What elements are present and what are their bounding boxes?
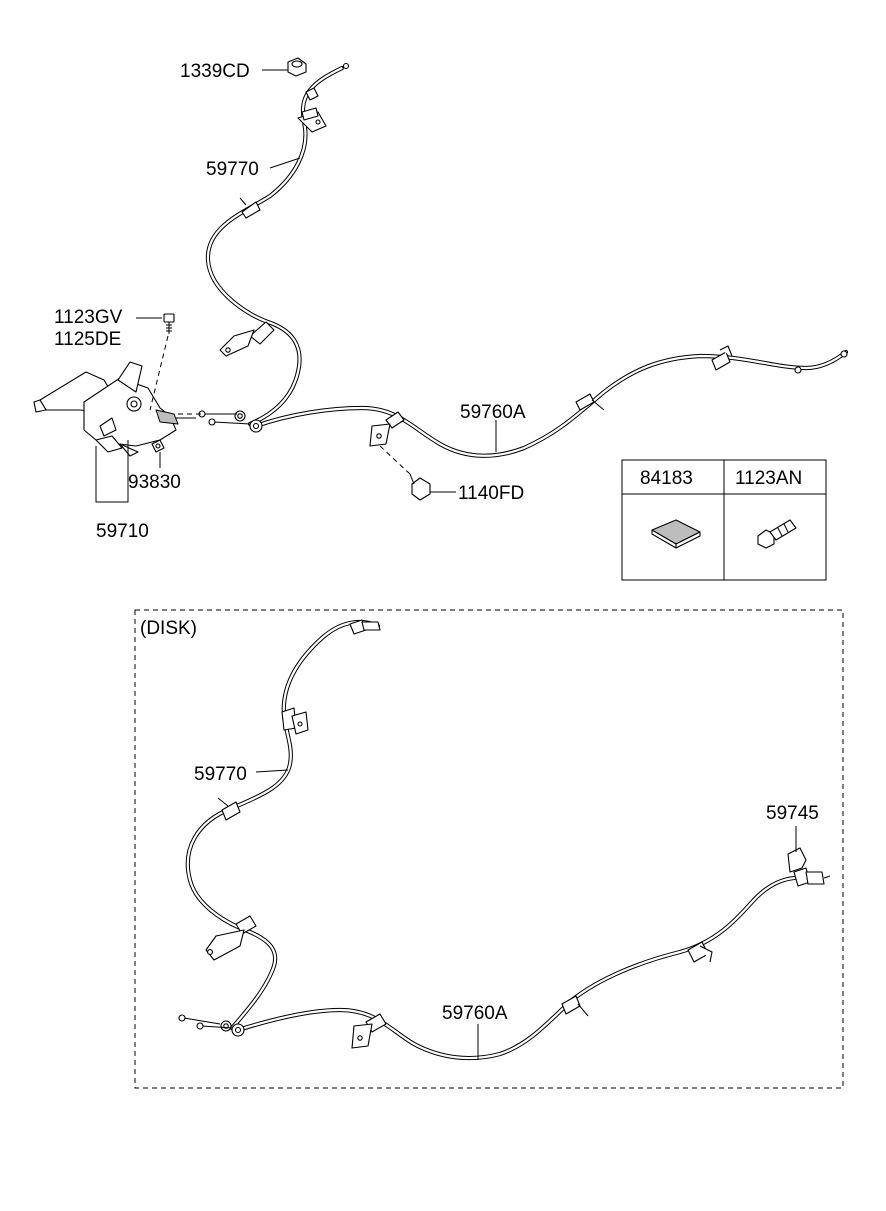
label-1125de: 1125DE: [54, 329, 121, 350]
label-59745: 59745: [766, 803, 819, 824]
parts-table: [621, 459, 827, 581]
label-59760a-disk: 59760A: [442, 1003, 508, 1024]
table-header-1123an: 1123AN: [735, 468, 802, 489]
label-59770-upper: 59770: [206, 159, 259, 180]
upper-cable-59760a: [208, 345, 849, 458]
bolt-icon: [757, 519, 797, 549]
label-59770-disk: 59770: [194, 764, 247, 785]
disk-cable-59770: [178, 619, 381, 1032]
upper-cable-59770: [198, 62, 350, 427]
label-1140fd: 1140FD: [458, 483, 524, 504]
label-59760a-upper: 59760A: [460, 402, 526, 423]
label-1339cd: 1339CD: [180, 61, 250, 82]
lever-assembly-59710: [33, 361, 196, 457]
nut-1339cd: [287, 57, 307, 77]
disk-cable-59760a: [196, 847, 831, 1061]
upper-assembly: [33, 57, 849, 503]
table-header-84183: 84183: [640, 468, 693, 489]
bolt-1140fd: [379, 445, 431, 501]
label-1123gv: 1123GV: [54, 307, 123, 328]
pad-icon: [651, 519, 701, 549]
bolt-1123gv: [149, 313, 175, 411]
label-93830: 93830: [128, 472, 181, 493]
disk-section: [134, 609, 844, 1089]
label-59710: 59710: [96, 521, 149, 542]
disk-section-title: (DISK): [140, 618, 197, 639]
switch-93830: [151, 439, 165, 453]
